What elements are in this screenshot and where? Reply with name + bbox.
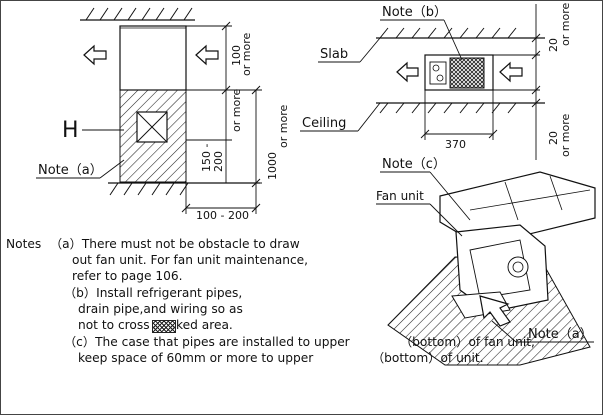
- dim-20-bottom: 20: [547, 131, 560, 145]
- dim-1000: 1000: [266, 152, 279, 180]
- note-b-line-2: drain pipe,and wiring so as: [78, 302, 243, 316]
- dim-100: 100: [230, 45, 243, 66]
- airflow-arrow-left-icon: [83, 44, 107, 66]
- note-c-line-2: keep space of 60mm or more to upper: [78, 351, 314, 365]
- note-b-line-3b: ked area.: [176, 318, 233, 332]
- airflow-arrow-slab-right-icon: [499, 61, 523, 83]
- airflow-arrow-right-icon: [195, 44, 219, 66]
- dim-150-200-a: 150 -: [200, 144, 213, 172]
- note-a-line-1: （a）There must not be obstacle to draw: [50, 237, 300, 251]
- dim-or-more-mid: or more: [230, 89, 243, 132]
- marked-area-swatch: [152, 320, 176, 333]
- right-section-diagram: Note（b） Slab Ceiling 20 or more 20 or mo…: [300, 3, 572, 160]
- dim-100-or-more: or more: [240, 33, 253, 76]
- label-note-b: Note（b）: [382, 5, 447, 20]
- dim-370: 370: [445, 138, 466, 151]
- note-c-line-1b: （bottom）of fan unit,: [400, 335, 535, 349]
- label-note-a-right: Note（a）: [528, 327, 593, 342]
- label-note-a-left: Note（a）: [38, 163, 103, 178]
- airflow-arrow-slab-left-icon: [396, 61, 419, 83]
- note-c-line-1: （c）The case that pipes are installed to …: [64, 335, 350, 349]
- dim-1000-or-more: or more: [277, 105, 290, 148]
- label-fan-unit: Fan unit: [376, 189, 424, 203]
- left-elevation-diagram: H Note（a） 100 or more 150 - 200 or more …: [36, 7, 290, 222]
- note-b-line-1: （b）Install refrigerant pipes,: [64, 286, 243, 300]
- note-a-line-2: out fan unit. For fan unit maintenance,: [72, 253, 309, 267]
- dim-100-200: 100 - 200: [196, 209, 249, 222]
- label-ceiling: Ceiling: [302, 116, 346, 131]
- label-h: H: [62, 118, 79, 143]
- label-slab: Slab: [320, 47, 348, 62]
- fan-unit-perspective-diagram: Note（c） Fan unit Note（a）: [376, 157, 596, 366]
- dim-20-top-or-more: or more: [559, 3, 572, 46]
- label-note-c: Note（c）: [382, 157, 446, 172]
- dim-20-top: 20: [547, 38, 560, 52]
- dim-150-200-b: 200: [212, 151, 225, 172]
- pull-out-arrow-icon: [479, 295, 511, 327]
- note-b-line-3a: not to cross: [78, 318, 150, 332]
- note-a-line-3: refer to page 106.: [72, 269, 183, 283]
- notes-title: Notes: [6, 237, 42, 251]
- dim-20-bottom-or-more: or more: [559, 114, 572, 157]
- note-c-line-2b: （bottom）of unit.: [372, 351, 484, 365]
